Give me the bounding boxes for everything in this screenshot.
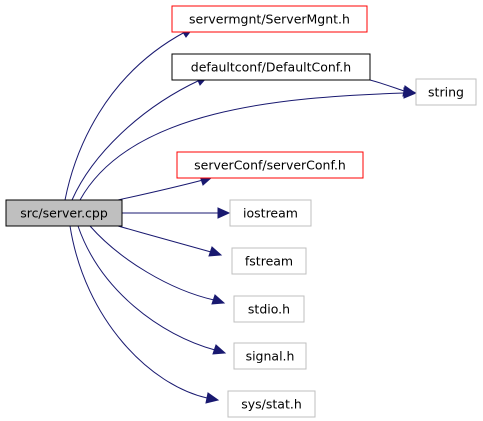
edge-defaultconf-to-string (369, 79, 405, 92)
node-box (171, 53, 371, 81)
node-iostream[interactable]: iostream (229, 199, 312, 227)
node-box (233, 295, 305, 323)
edge-server-to-string (79, 92, 405, 201)
node-box (5, 199, 123, 227)
edge-server-to-servermgnt (64, 31, 186, 201)
node-label: serverConf/serverConf.h (194, 158, 346, 173)
node-box (233, 342, 307, 370)
node-label: src/server.cpp (20, 206, 108, 221)
node-box (227, 390, 316, 418)
node-stdio[interactable]: stdio.h (233, 295, 305, 323)
nodes: src/server.cpp servermgnt/ServerMgnt.h d… (5, 5, 477, 418)
node-label: stdio.h (248, 302, 290, 317)
node-label: signal.h (246, 349, 295, 364)
edge-server-to-iostream-arrow (217, 207, 231, 219)
edge-server-to-fstream (117, 225, 212, 253)
node-signal[interactable]: signal.h (233, 342, 307, 370)
edge-server-to-fstream-arrow (208, 246, 223, 257)
node-label: iostream (243, 206, 298, 221)
edge-defaultconf-to-string-arrow (402, 85, 417, 97)
node-label: sys/stat.h (241, 397, 302, 412)
node-string[interactable]: string (415, 78, 477, 106)
edge-server-to-signal-arrow (212, 344, 227, 355)
edge-server-to-signal (77, 225, 216, 351)
node-label: string (428, 85, 464, 100)
edge-server-to-stdio (89, 225, 215, 301)
node-servermgnt[interactable]: servermgnt/ServerMgnt.h (171, 5, 368, 33)
node-box (229, 199, 312, 227)
node-box (171, 5, 368, 33)
node-sysstat[interactable]: sys/stat.h (227, 390, 316, 418)
edge-server-to-sysstat-arrow (205, 392, 220, 404)
node-box (176, 151, 364, 179)
node-fstream[interactable]: fstream (231, 247, 307, 275)
edge-server-to-sysstat (69, 225, 208, 399)
node-src-server-cpp[interactable]: src/server.cpp (5, 199, 123, 227)
node-box (231, 247, 307, 275)
node-box (415, 78, 477, 106)
node-label: servermgnt/ServerMgnt.h (189, 12, 350, 27)
edge-server-to-serverconf (117, 179, 204, 201)
node-defaultconf[interactable]: defaultconf/DefaultConf.h (171, 53, 371, 81)
node-label: fstream (245, 254, 293, 269)
edge-server-to-stdio-arrow (211, 294, 226, 305)
node-label: defaultconf/DefaultConf.h (191, 60, 351, 75)
node-serverconf[interactable]: serverConf/serverConf.h (176, 151, 364, 179)
edge-server-to-defaultconf (71, 79, 201, 201)
